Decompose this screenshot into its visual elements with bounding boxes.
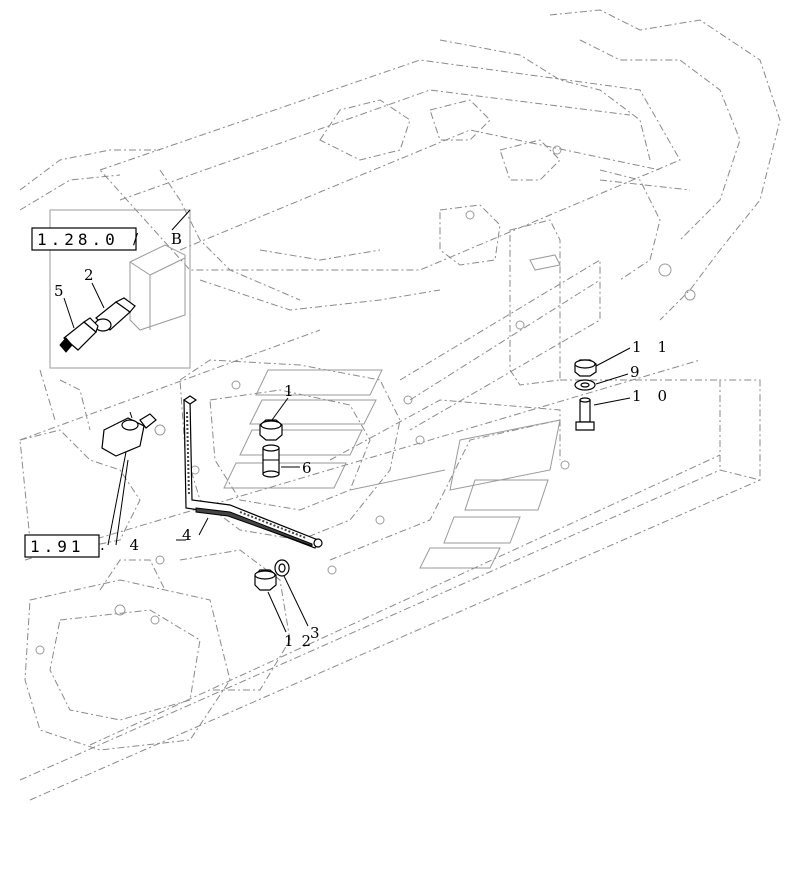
- part-6-spacer: [262, 444, 280, 478]
- callout-6: 6: [302, 459, 315, 477]
- reference-1-28-0-label: 1.28.0: [37, 230, 119, 249]
- part-12-nut: [254, 569, 277, 591]
- callout-3: 3: [310, 624, 323, 642]
- reference-1-28-0-suffix: / B: [133, 230, 196, 248]
- reference-1-91-label: 1.91: [30, 537, 85, 556]
- part-11-nut: [574, 359, 597, 377]
- callout-11: 11: [632, 338, 683, 356]
- leader-lines: [107, 347, 631, 633]
- part-4-bracket: [182, 395, 323, 549]
- callout-2: 2: [84, 266, 97, 284]
- part-5-connector: [59, 317, 99, 353]
- reference-1-91-suffix: . 4: [100, 536, 149, 554]
- callout-labels: 1 2 5 6 4 12 3 11 9 10: [54, 266, 683, 650]
- callout-1: 1: [284, 382, 297, 400]
- reference-1-28-0[interactable]: 1.28.0 / B: [31, 227, 196, 251]
- reference-1-91[interactable]: 1.91 . 4: [24, 534, 149, 558]
- reference-plates: [223, 369, 561, 569]
- part-9-washer: [574, 379, 596, 391]
- part-10-bolt: [575, 397, 595, 431]
- callout-5: 5: [54, 282, 67, 300]
- part-3-washer: [274, 559, 290, 577]
- callout-12: 12: [284, 632, 319, 650]
- valve-fitting: [101, 411, 157, 457]
- callout-4: 4: [182, 526, 195, 544]
- part-2-sensor: [94, 297, 136, 332]
- callout-9: 9: [630, 363, 643, 381]
- engine-outline: [19, 9, 781, 801]
- inset-detail: [49, 209, 191, 369]
- part-1-nut-top: [259, 419, 283, 441]
- callout-10: 10: [632, 387, 683, 405]
